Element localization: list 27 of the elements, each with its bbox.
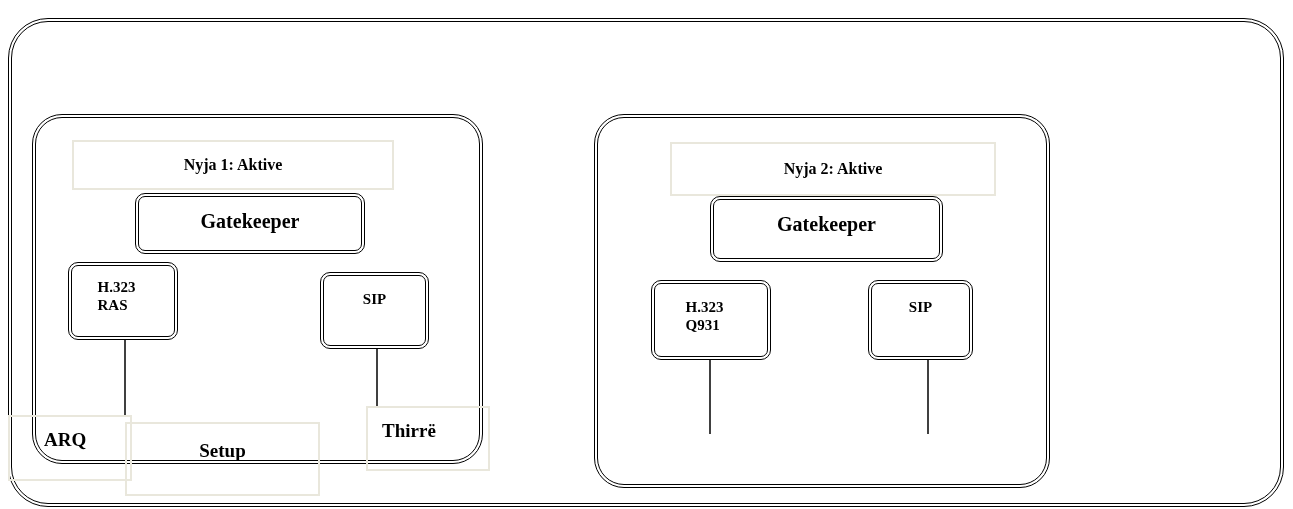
- box-label: Setup: [198, 440, 247, 463]
- message-label: [366, 406, 490, 471]
- node-container: [32, 114, 483, 464]
- protocol-box: [868, 280, 973, 360]
- box-label: Gatekeeper: [776, 212, 877, 236]
- box-label: H.323 RAS: [97, 278, 137, 314]
- box-label: SIP: [907, 298, 934, 316]
- gatekeeper-box: [710, 196, 943, 262]
- connector-line: [124, 339, 126, 416]
- gatekeeper-box: [135, 193, 365, 254]
- box-label: SIP: [361, 290, 388, 308]
- protocol-box: [320, 272, 429, 349]
- box-label: Gatekeeper: [199, 209, 301, 233]
- node-title: Nyja 1: Aktive: [72, 140, 394, 190]
- box-label: H.323 Q931: [685, 298, 725, 334]
- node-container: [594, 114, 1050, 488]
- connector-line: [376, 348, 378, 407]
- system-frame: [8, 18, 1284, 507]
- box-label: ARQ: [44, 429, 88, 452]
- protocol-box: [68, 262, 178, 340]
- box-label: Thirrë: [382, 420, 437, 443]
- connector-line: [927, 359, 929, 435]
- node-title: Nyja 2: Aktive: [670, 142, 996, 196]
- message-label: [125, 422, 320, 496]
- connector-line: [709, 359, 711, 435]
- protocol-box: [651, 280, 771, 360]
- message-label: [8, 415, 132, 481]
